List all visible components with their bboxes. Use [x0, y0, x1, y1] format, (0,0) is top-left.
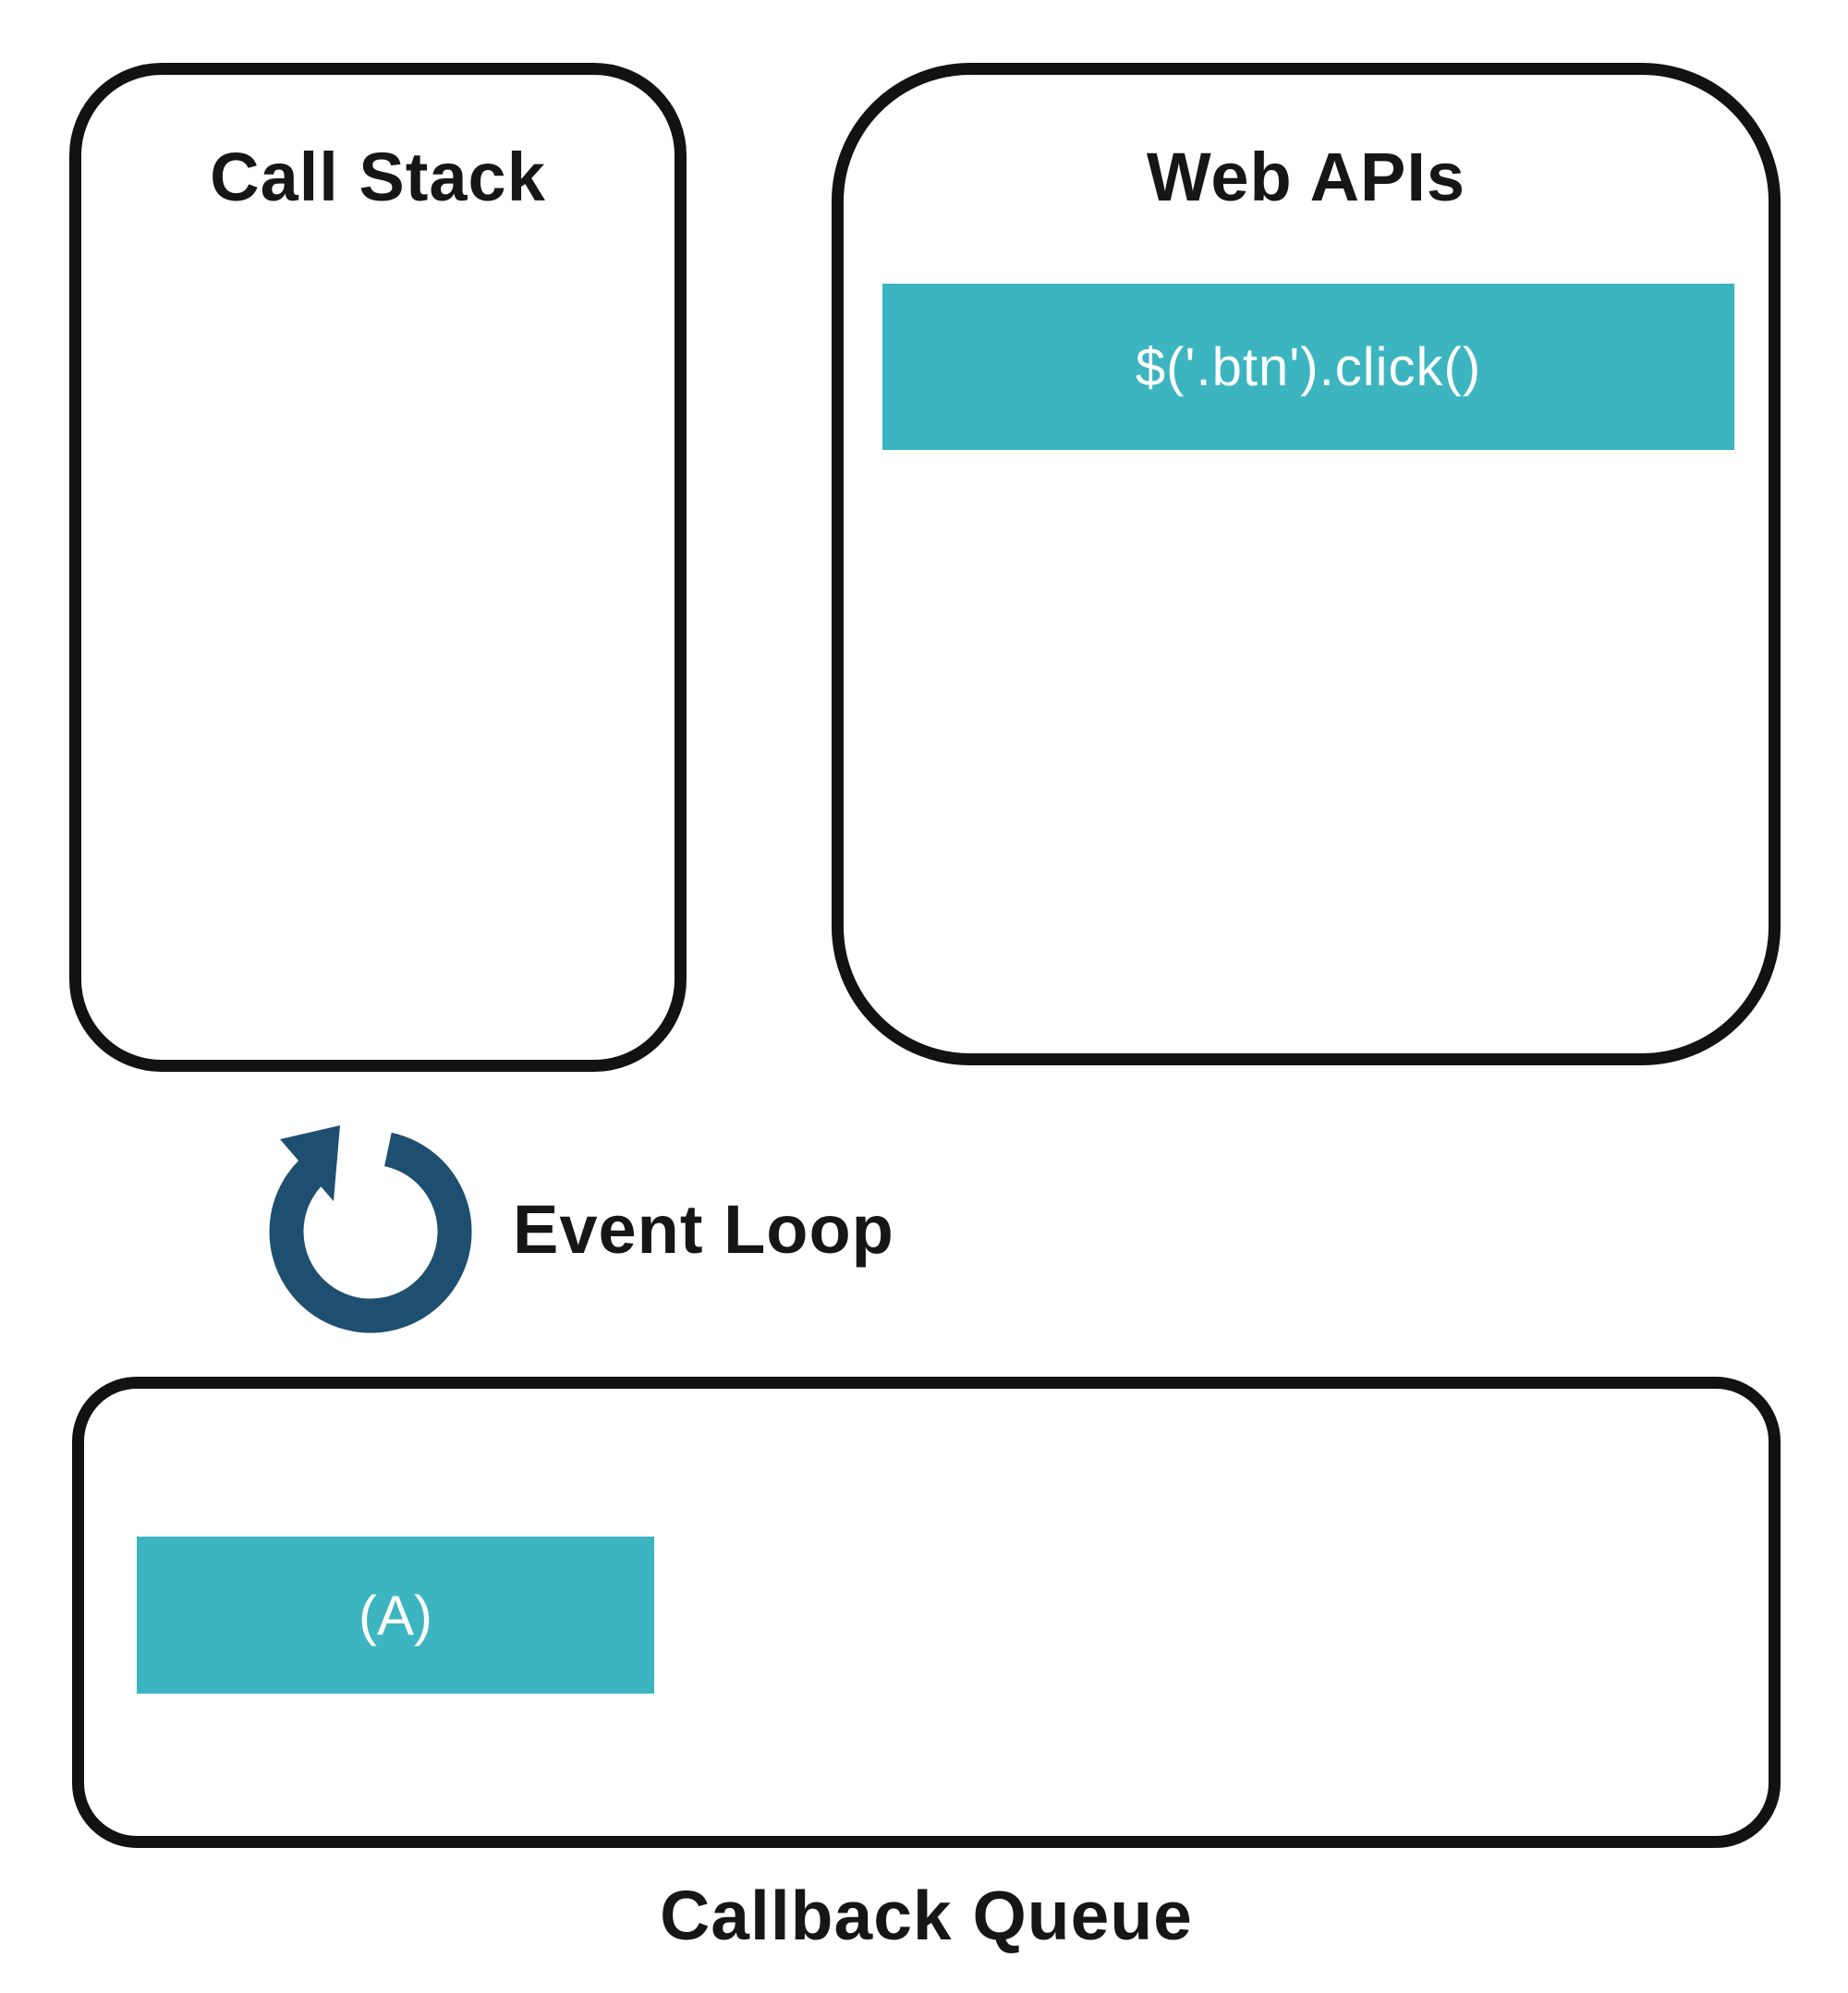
call-stack-title: Call Stack [210, 139, 546, 215]
event-loop-group: Event Loop [259, 1118, 906, 1340]
call-stack-box: Call Stack [69, 63, 687, 1072]
callback-queue-task-item: (A) [137, 1537, 654, 1694]
callback-queue-title: Callback Queue [660, 1877, 1193, 1954]
web-apis-title: Web APIs [1146, 139, 1466, 215]
web-apis-box: Web APIs $('.btn').click() [832, 63, 1781, 1065]
event-loop-label: Event Loop [513, 1191, 894, 1268]
callback-queue-box: (A) [72, 1377, 1781, 1848]
web-api-task-item: $('.btn').click() [882, 284, 1734, 450]
event-loop-circular-arrow-icon [269, 1125, 472, 1333]
